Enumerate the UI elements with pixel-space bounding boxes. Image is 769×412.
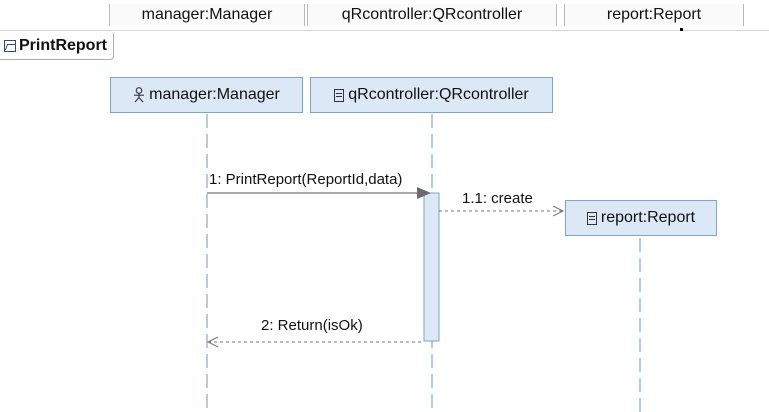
interaction-frame-label[interactable]: PrintReport [0, 33, 114, 60]
message-2-arrowhead [206, 336, 219, 348]
header-column-report[interactable]: report:Report [564, 4, 744, 26]
lifeline-header-strip: manager:Manager qRcontroller:QRcontrolle… [0, 0, 769, 31]
class-icon [334, 88, 345, 102]
message-1-1-arrowhead [552, 205, 565, 217]
message-1-arrowhead [417, 187, 431, 199]
header-marker [680, 28, 683, 31]
message-2-label[interactable]: 2: Return(isOk) [261, 317, 363, 334]
lifeline-head-qrcontroller[interactable]: qRcontroller:QRcontroller [310, 77, 553, 113]
interaction-title: PrintReport [19, 37, 107, 54]
lifeline-label-manager: manager:Manager [149, 86, 280, 103]
lifeline-label-qrcontroller: qRcontroller:QRcontroller [348, 86, 529, 103]
actor-icon [134, 87, 145, 103]
class-icon [586, 211, 597, 225]
lifeline-head-manager[interactable]: manager:Manager [110, 77, 303, 113]
header-column-manager[interactable]: manager:Manager [109, 4, 305, 26]
header-column-qrcontroller[interactable]: qRcontroller:QRcontroller [307, 4, 557, 26]
message-1-label[interactable]: 1: PrintReport(ReportId,data) [209, 171, 403, 188]
lifeline-label-report: report:Report [600, 209, 696, 226]
interaction-diagram-icon [4, 40, 16, 52]
message-1-1-label[interactable]: 1.1: create [462, 190, 533, 207]
lifeline-head-report[interactable]: report:Report [565, 200, 717, 236]
activation-bar[interactable] [423, 192, 440, 342]
